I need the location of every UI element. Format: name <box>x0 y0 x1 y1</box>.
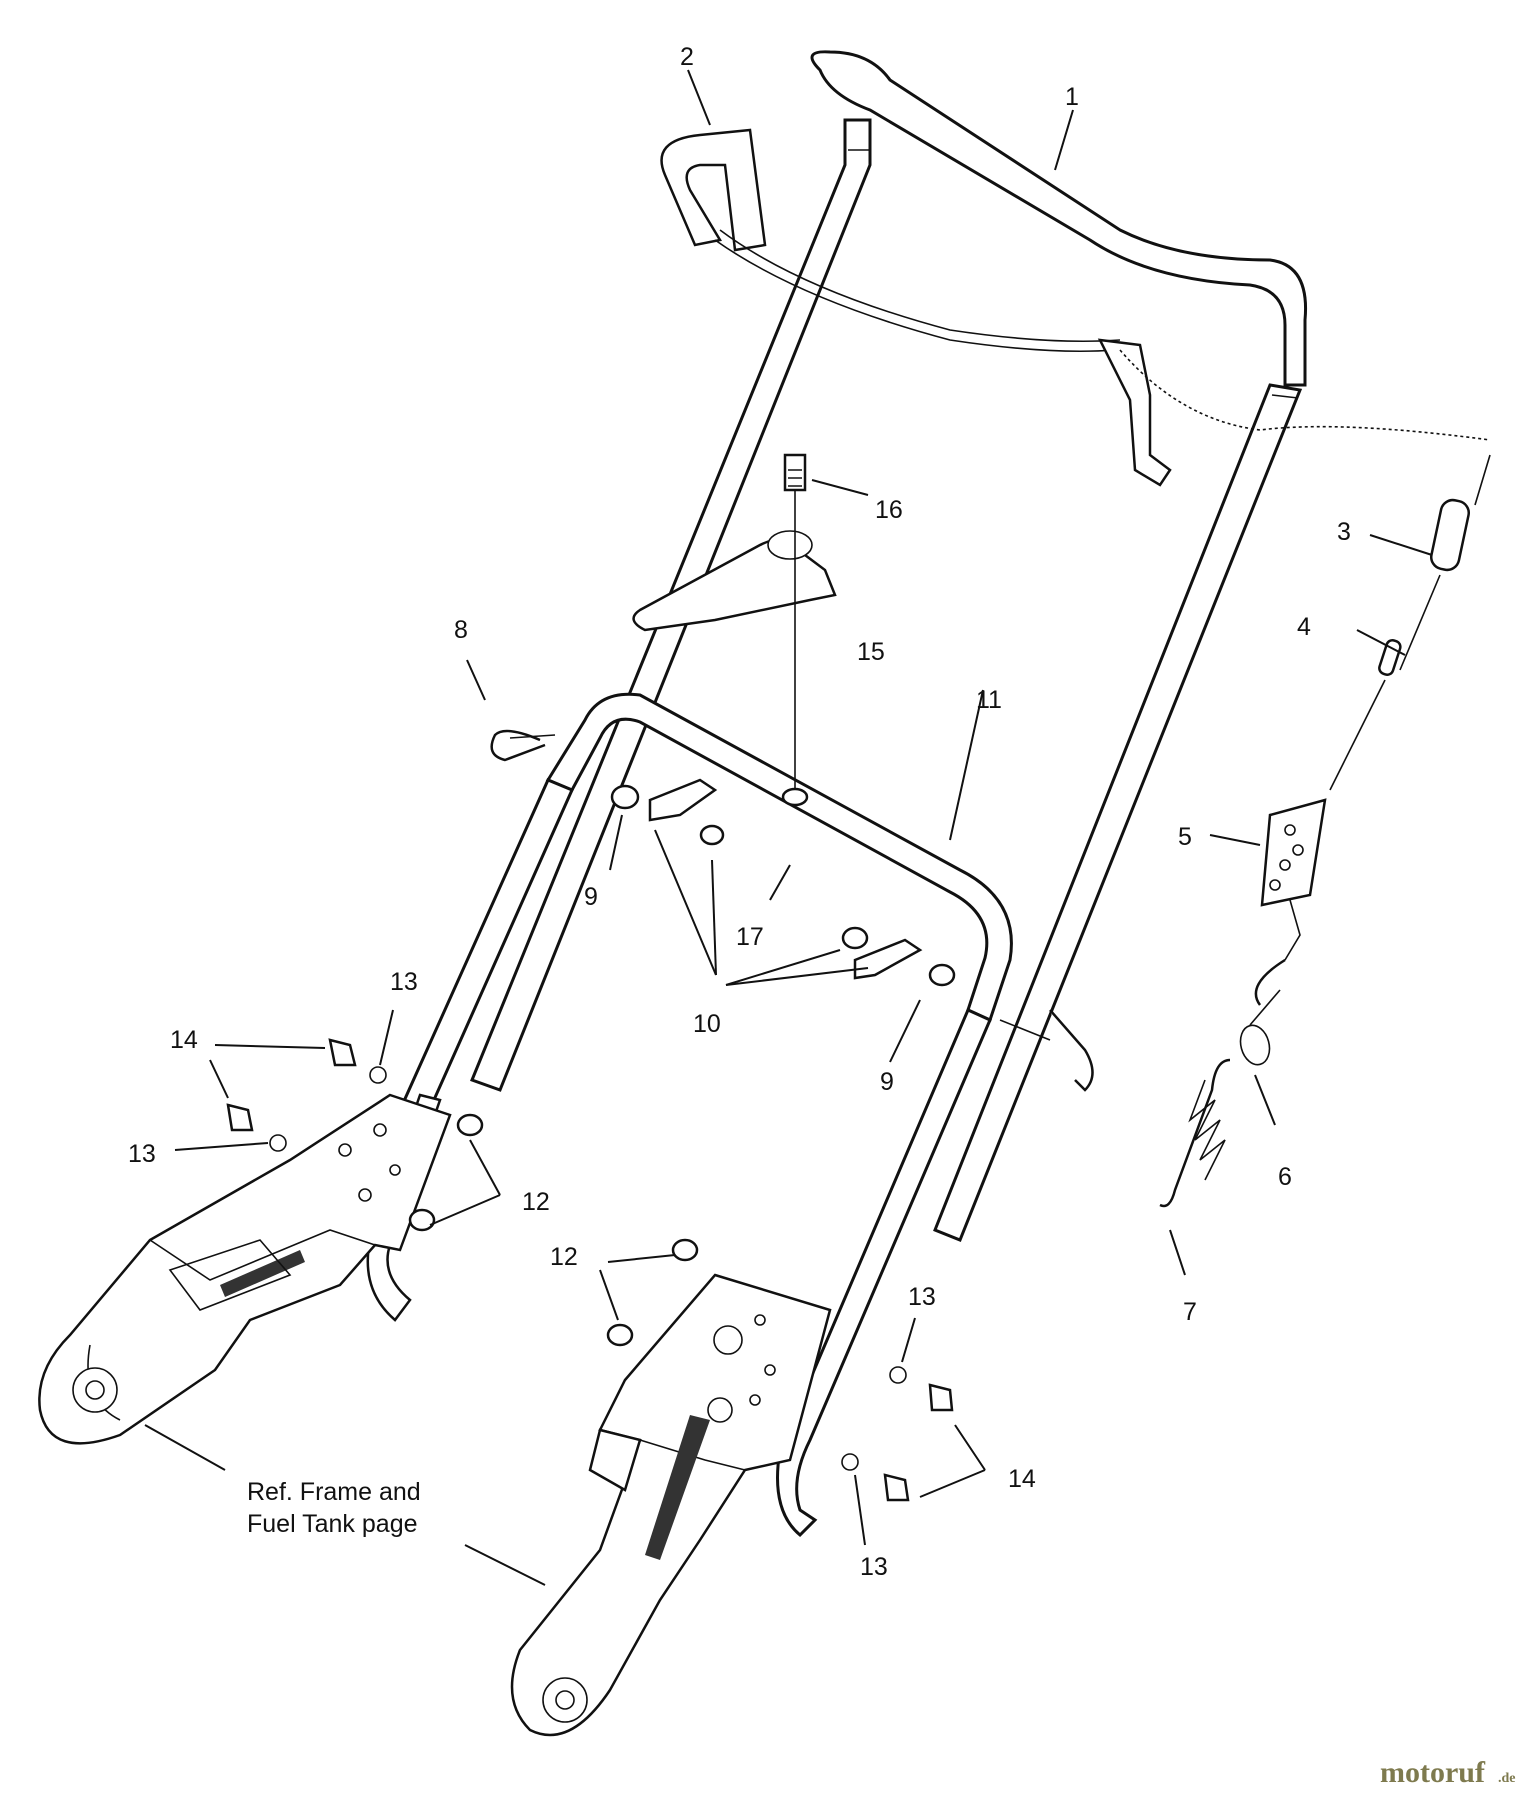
callout-12-right: 12 <box>550 1243 578 1271</box>
left-bracket <box>38 1093 452 1445</box>
callout-7: 7 <box>1183 1298 1197 1326</box>
callout-6: 6 <box>1278 1163 1292 1191</box>
callout-11: 11 <box>976 686 1002 714</box>
callout-14-left: 14 <box>170 1026 198 1054</box>
callout-9-right: 9 <box>880 1068 894 1096</box>
hardware <box>226 729 1094 1502</box>
callout-13-c: 13 <box>908 1283 936 1311</box>
reference-line-2: Fuel Tank page <box>247 1510 418 1538</box>
watermark-text: motoruf <box>1380 1756 1486 1789</box>
callout-15: 15 <box>857 638 885 666</box>
watermark-suffix: .de <box>1498 1771 1516 1786</box>
callout-4: 4 <box>1297 613 1311 641</box>
reference-line-1: Ref. Frame and <box>247 1478 421 1506</box>
right-bracket <box>510 1273 832 1737</box>
callout-13-b: 13 <box>128 1140 156 1168</box>
callout-13-a: 13 <box>390 968 418 996</box>
callout-5: 5 <box>1178 823 1192 851</box>
control-bail <box>660 128 1491 487</box>
reference-note: Ref. Frame and Fuel Tank page <box>247 1478 421 1538</box>
callout-13-d: 13 <box>860 1553 888 1581</box>
center-plate <box>632 453 837 807</box>
callout-17: 17 <box>736 923 764 951</box>
callout-12-left: 12 <box>522 1188 550 1216</box>
watermark-logo: motoruf .de <box>1380 1756 1516 1789</box>
callout-10: 10 <box>693 1010 721 1038</box>
callout-16: 16 <box>875 496 903 524</box>
callout-8: 8 <box>454 616 468 644</box>
upper-handle <box>470 50 1308 1242</box>
leader-lines <box>144 69 1433 1586</box>
callout-9-left: 9 <box>584 883 598 911</box>
callout-3: 3 <box>1337 518 1351 546</box>
callout-labels: 1 2 3 4 5 6 7 8 9 9 10 11 12 12 13 13 13… <box>128 43 1351 1581</box>
callout-14-right: 14 <box>1008 1465 1036 1493</box>
callout-2: 2 <box>680 43 694 71</box>
callout-1: 1 <box>1065 83 1079 111</box>
